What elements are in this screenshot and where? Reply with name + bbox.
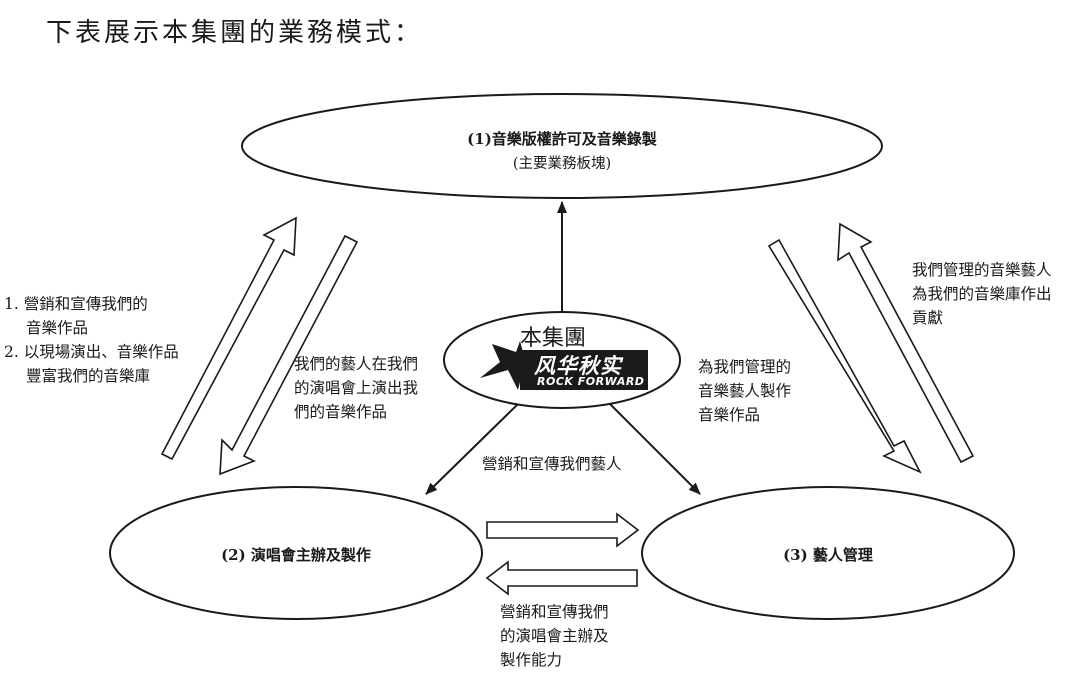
logo-english-text: ROCK FORWARD	[537, 375, 645, 388]
center-bottom-label: 營銷和宣傳我們藝人	[482, 455, 622, 473]
rock-forward-logo	[480, 341, 648, 390]
music-licensing-ellipse	[241, 93, 883, 199]
concerts-ellipse	[109, 486, 483, 620]
right-inner-label: 為我們管理的 音樂藝人製作 音樂作品	[698, 358, 792, 424]
block-arrow-right-up	[837, 222, 975, 464]
right-outer-label: 我們管理的音樂藝人 為我們的音樂庫作出 貢獻	[912, 261, 1052, 327]
artist-management-title: (3) 藝人管理	[783, 546, 873, 564]
logo-chinese-text: 风华秋实	[534, 354, 622, 378]
left-inner-label: 我們的藝人在我們 的演唱會上演出我 們的音樂作品	[294, 355, 419, 421]
music-licensing-title: (1)音樂版權許可及音樂錄製	[467, 130, 657, 148]
concerts-title: (2) 演唱會主辦及製作	[221, 546, 371, 564]
page-heading: 下表展示本集團的業務模式：	[46, 18, 424, 48]
logo-star-icon	[480, 341, 544, 390]
bottom-label: 營銷和宣傳我們 的演唱會主辦及 製作能力	[500, 603, 609, 669]
block-arrow-right-down	[767, 238, 922, 474]
block-arrow-to-concerts	[485, 560, 638, 596]
block-arrow-left-down	[219, 234, 359, 476]
block-arrow-to-artists	[486, 512, 640, 548]
arrow-group-to-artists	[609, 403, 701, 495]
group-label: 本集團	[520, 326, 587, 351]
music-licensing-subtitle: (主要業務板塊)	[512, 156, 612, 172]
arrow-group-to-concerts	[425, 403, 519, 495]
block-arrow-left-up	[160, 216, 297, 461]
left-outer-item-2: 2. 以現場演出、音樂作品	[4, 343, 179, 361]
artist-management-ellipse	[641, 486, 1015, 620]
left-outer-item-1-cont: 音樂作品	[26, 319, 89, 337]
left-outer-item-2-cont: 豐富我們的音樂庫	[26, 367, 151, 385]
left-outer-item-1: 1. 營銷和宣傳我們的	[4, 295, 148, 313]
